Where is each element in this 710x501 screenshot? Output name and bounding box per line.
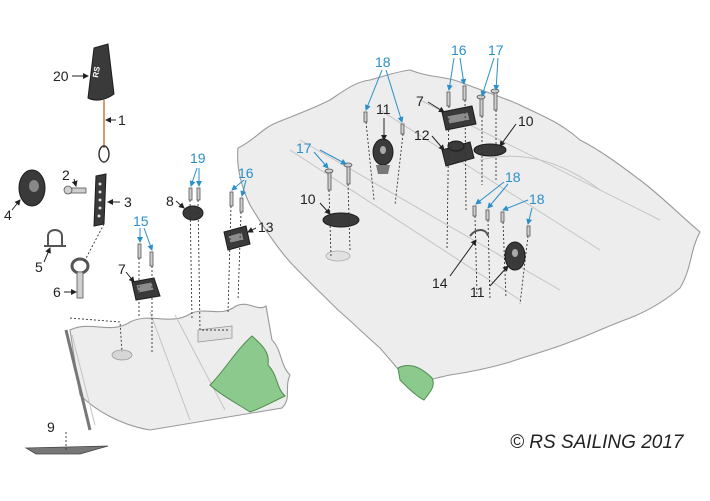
callout-20: 20: [53, 68, 69, 84]
part-9-strip: [24, 445, 109, 455]
part-19-screws: [188, 187, 201, 201]
part-7-cleat-left: [131, 277, 161, 301]
callout-4: 4: [4, 207, 12, 223]
callout-16-left: 16: [238, 165, 254, 181]
callout-18-right: 18: [529, 191, 545, 207]
callout-18-middle: 18: [505, 169, 521, 185]
callout-7-right: 7: [416, 93, 424, 109]
part-12-cleat: [441, 140, 475, 167]
part-5-shackle: [44, 229, 66, 247]
part-15-screws: [137, 243, 154, 267]
part-10-fairlead-left: [322, 212, 360, 228]
part-16-screws-right: [446, 85, 467, 107]
callout-11-upper: 11: [376, 101, 391, 117]
callout-1: 1: [118, 112, 126, 128]
callout-19: 19: [190, 150, 206, 166]
left-deck-section: [64, 303, 291, 431]
part-8-fairlead: [182, 205, 204, 221]
callout-14: 14: [432, 275, 448, 291]
callout-15: 15: [133, 213, 149, 229]
callout-2: 2: [62, 167, 70, 183]
callout-3: 3: [124, 194, 132, 210]
deck-section-green-patch-left: [209, 335, 286, 413]
part-14-clip: [469, 229, 489, 237]
copyright-notice: © RS SAILING 2017: [510, 432, 685, 453]
callout-labels: 20 1 2 3 4 5 6 7 8 9 13 15 16 19 18 16 1…: [4, 42, 545, 435]
part-3-track: [93, 173, 107, 227]
callout-16-right: 16: [451, 42, 467, 58]
callout-17-left: 17: [296, 140, 312, 156]
callout-9: 9: [47, 419, 55, 435]
part-10-fairlead-right: [473, 143, 507, 157]
callout-6: 6: [53, 284, 61, 300]
part-13-cleat: [223, 225, 251, 251]
callout-13: 13: [258, 219, 274, 235]
callout-17-right: 17: [488, 42, 504, 58]
part-16-screws-left: [229, 191, 244, 213]
assembly-guide-lines: [65, 99, 529, 450]
part-2-bolt: [63, 185, 87, 195]
part-20-cover: RS: [87, 43, 115, 101]
callout-18-top: 18: [375, 54, 391, 70]
callout-8: 8: [166, 193, 174, 209]
callout-12: 12: [414, 127, 430, 143]
svg-text:RS: RS: [91, 65, 102, 78]
part-11-block-lower: [504, 241, 526, 271]
callout-10-right: 10: [518, 113, 534, 129]
part-6-eyebolt: [70, 257, 90, 299]
part-1-strop: [98, 100, 110, 163]
callout-leaders: [11, 57, 533, 295]
part-7-cleat-right: [441, 105, 477, 131]
callout-5: 5: [35, 259, 43, 275]
callout-7-left: 7: [118, 261, 126, 277]
part-11-block-upper: [372, 138, 394, 174]
part-18-screws: [363, 111, 531, 237]
part-4-block: [18, 169, 46, 207]
deck-section-green-patch-right: [397, 365, 434, 401]
callout-11-lower: 11: [470, 284, 485, 300]
callout-10-left: 10: [300, 191, 316, 207]
